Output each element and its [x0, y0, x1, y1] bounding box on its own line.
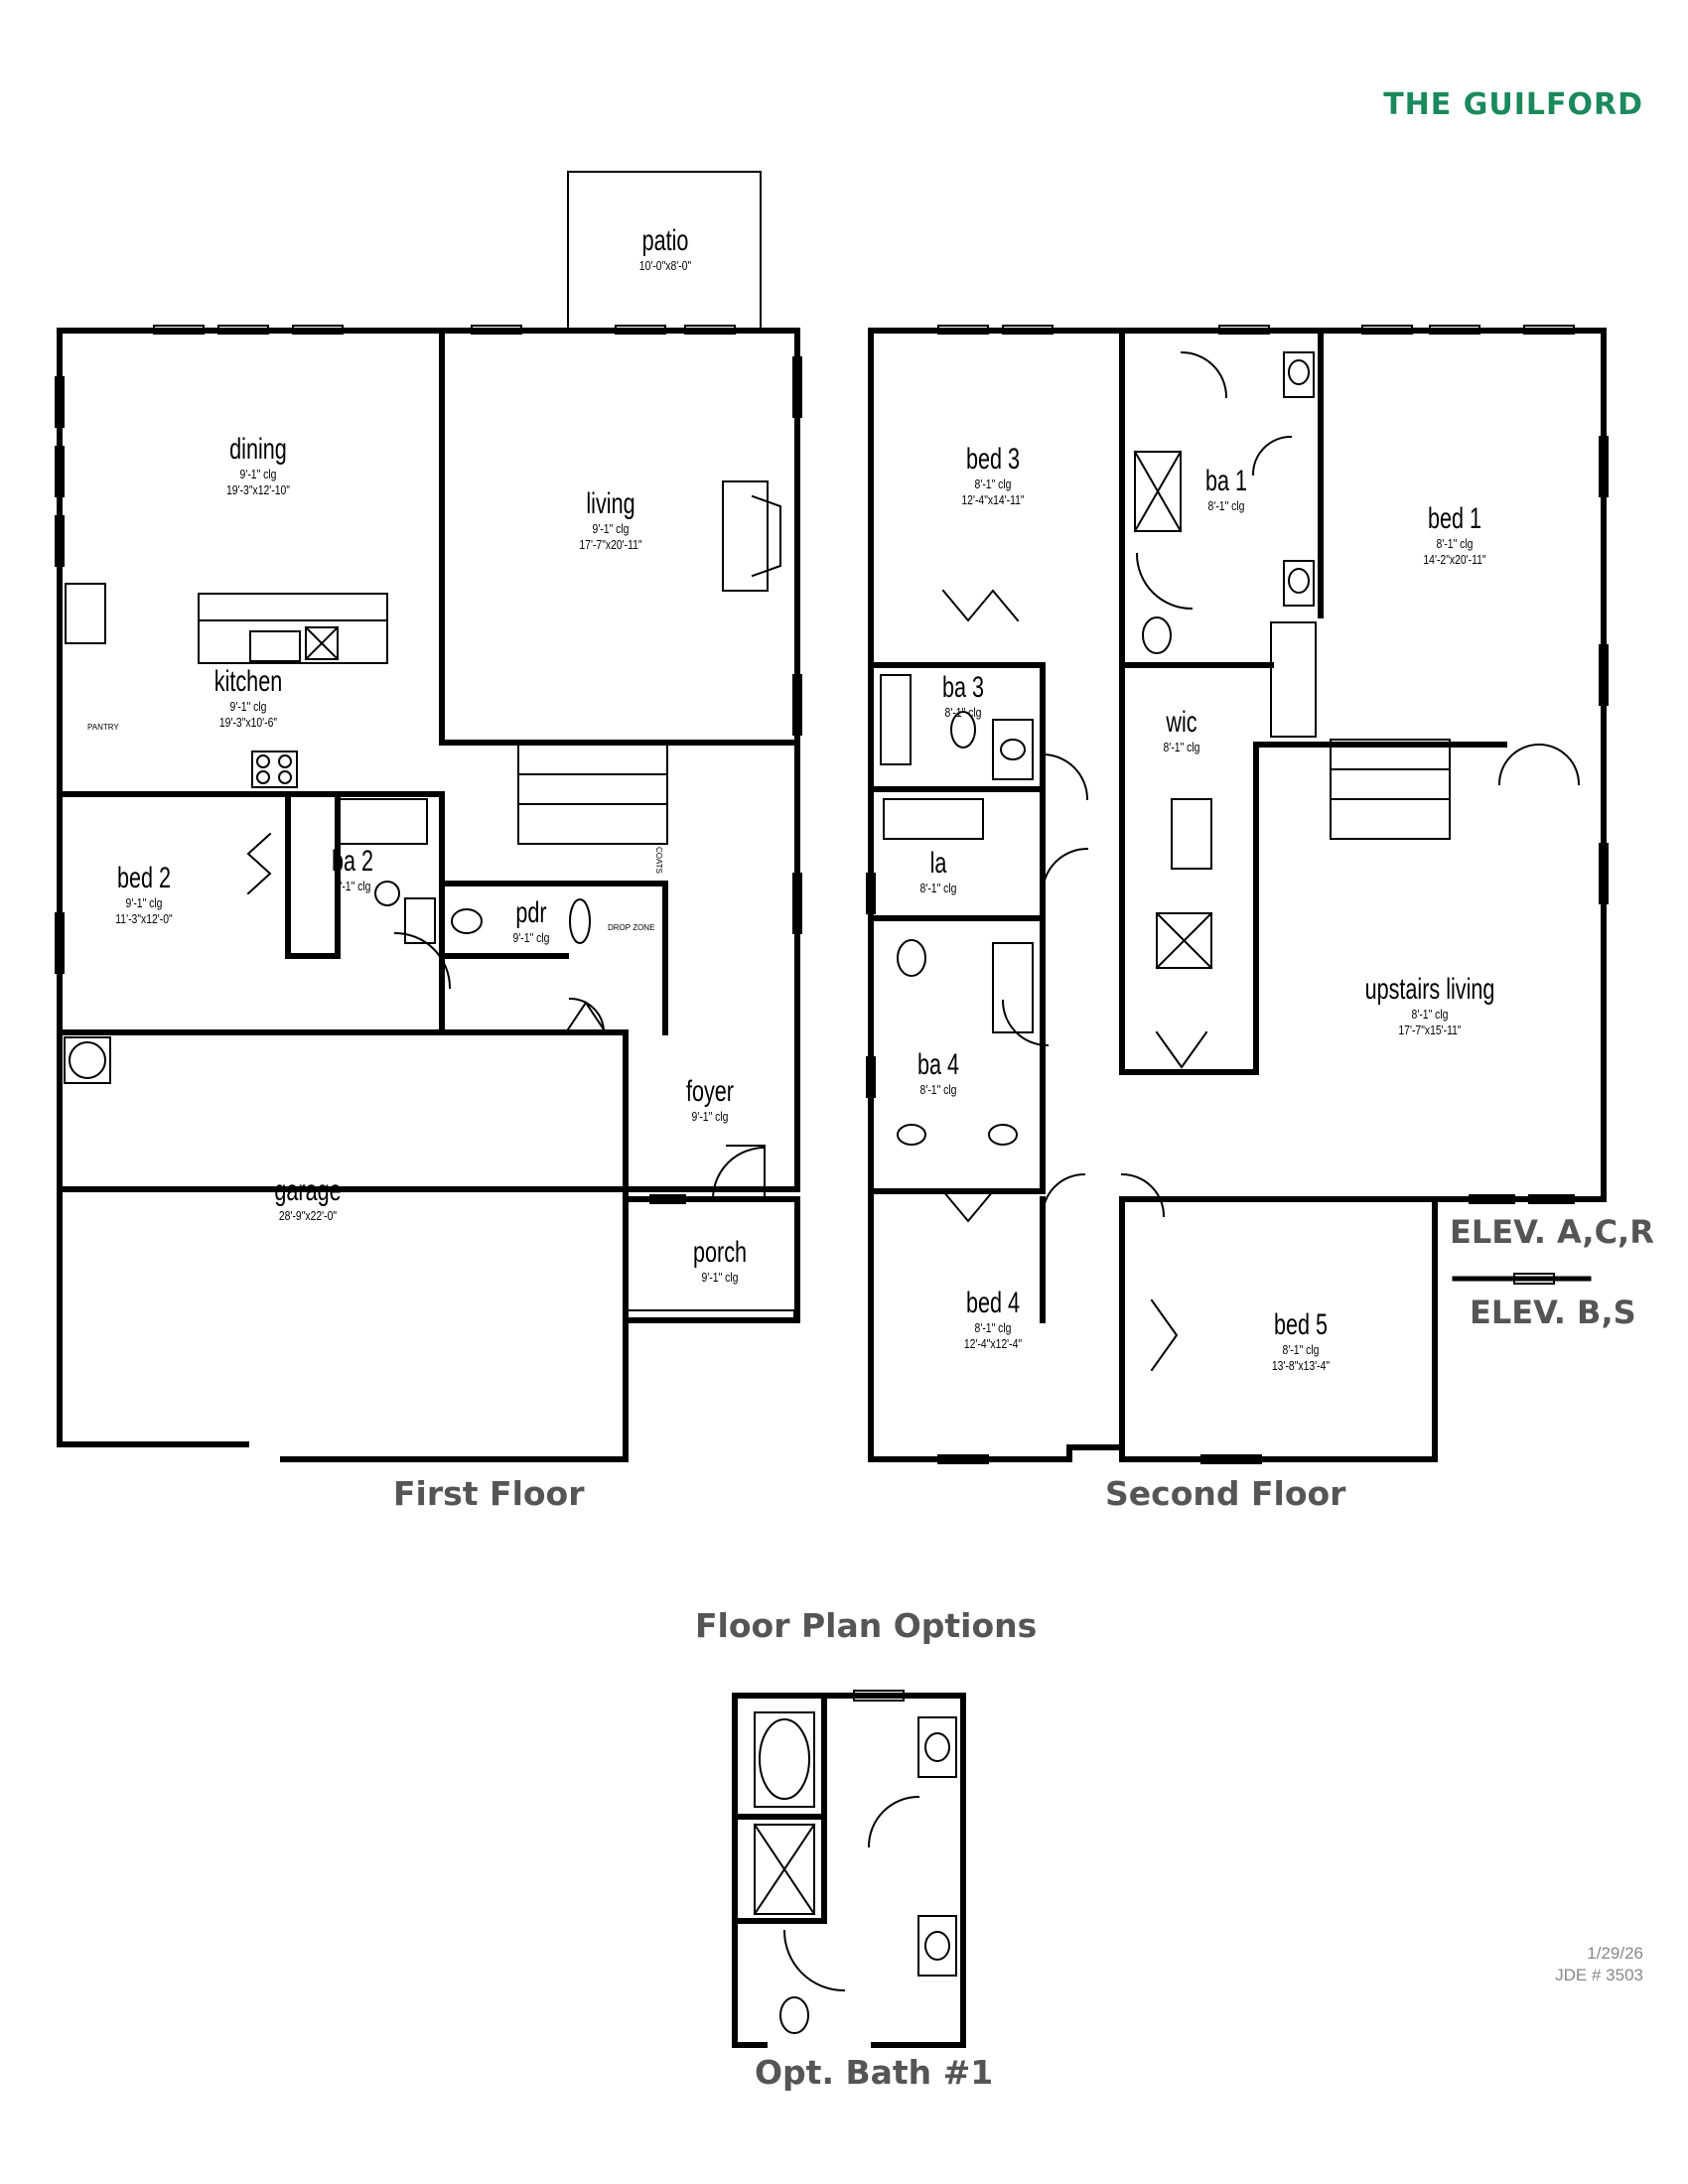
room-label-bed2: bed 2 9'-1" clg 11'-3"x12'-0"	[115, 862, 173, 926]
pantry-label: PANTRY	[87, 723, 119, 732]
plan-jde-number: JDE # 3503	[1555, 1966, 1643, 1984]
coats-label: COATS	[653, 847, 663, 874]
room-label-patio: patio 10'-0"x8'-0"	[638, 224, 692, 273]
room-label-garage: garage 28'-9"x22'-0"	[274, 1174, 342, 1223]
room-label-ba3: ba 3 8'-1" clg	[941, 671, 985, 720]
option-bath-fixtures	[753, 1690, 957, 2034]
room-label-kitchen: kitchen 9'-1" clg 19'-3"x10'-6"	[213, 665, 283, 730]
elevation-label-acr: ELEV. A,C,R	[1450, 1213, 1654, 1251]
room-label-dining: dining 9'-1" clg 19'-3"x12'-10"	[226, 433, 290, 497]
room-label-living: living 9'-1" clg 17'-7"x20'-11"	[579, 487, 642, 552]
first-floor-caption: First Floor	[393, 1474, 585, 1513]
second-floor-walls	[868, 328, 1607, 1462]
room-label-bed1: bed 1 8'-1" clg 14'-2"x20'-11"	[1423, 502, 1486, 567]
room-label-bed3: bed 3 8'-1" clg 12'-4"x14'-11"	[961, 443, 1025, 507]
room-label-pdr: pdr 9'-1" clg	[512, 896, 550, 945]
room-label-ba1: ba 1 8'-1" clg	[1204, 465, 1248, 513]
room-label-ba4: ba 4 8'-1" clg	[916, 1048, 960, 1097]
option-bath-walls	[732, 1693, 966, 2048]
first-floor-fixtures	[64, 480, 781, 1084]
elevation-label-bs: ELEV. B,S	[1470, 1294, 1636, 1331]
second-floor-caption: Second Floor	[1105, 1474, 1346, 1513]
drop-zone-label: DROP ZONE	[608, 923, 655, 932]
room-label-bed4: bed 4 8'-1" clg 12'-4"x12'-4"	[963, 1287, 1023, 1351]
first-floor-doors	[246, 832, 767, 1201]
second-floor-windows	[866, 325, 1609, 1464]
second-floor-fixtures	[880, 351, 1451, 1146]
second-floor-doors	[941, 350, 1581, 1372]
room-label-bed5: bed 5 8'-1" clg 13'-8"x13'-4"	[1271, 1308, 1331, 1373]
room-label-ba2: ba 2 9'-1" clg	[331, 845, 374, 893]
room-label-upstairs-living: upstairs living 8'-1" clg 17'-7"x15'-11"	[1364, 973, 1495, 1037]
plan-date: 1/29/26	[1587, 1944, 1643, 1963]
room-label-foyer: foyer 9'-1" clg	[685, 1075, 735, 1124]
option-bath-caption: Opt. Bath #1	[755, 2053, 994, 2092]
room-label-wic: wic 8'-1" clg	[1163, 706, 1200, 754]
options-heading: Floor Plan Options	[695, 1606, 1038, 1645]
plan-title: THE GUILFORD	[1383, 87, 1643, 122]
room-label-la: la 8'-1" clg	[919, 847, 957, 895]
room-label-porch: porch 9'-1" clg	[692, 1236, 748, 1285]
first-floor-windows	[55, 325, 802, 1321]
